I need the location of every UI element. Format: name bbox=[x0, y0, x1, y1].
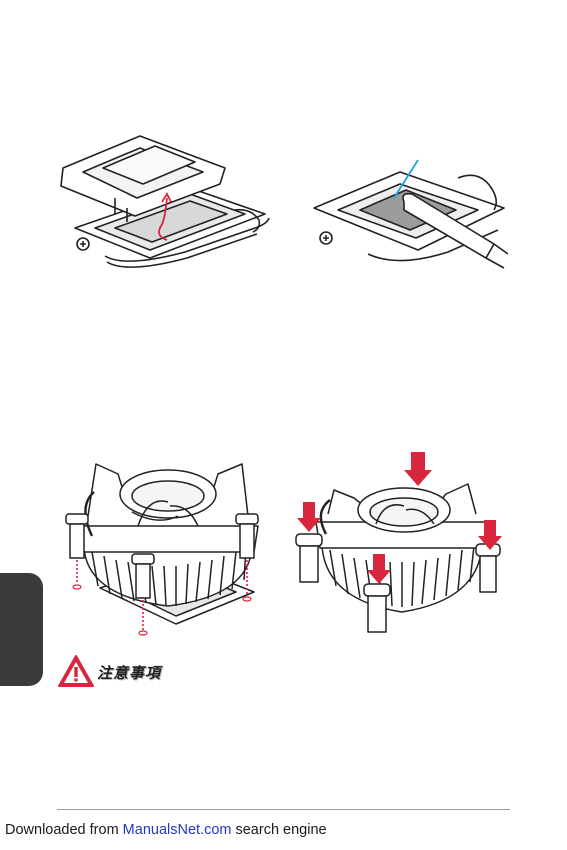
footer-text: Downloaded from ManualsNet.com search en… bbox=[5, 822, 327, 838]
warning-heading: 注意事項 bbox=[57, 654, 197, 690]
thermal-paste-figure bbox=[308, 158, 508, 270]
chapter-side-tab bbox=[0, 573, 43, 686]
cooler-press-figure bbox=[292, 450, 506, 638]
footer-link[interactable]: ManualsNet.com bbox=[123, 822, 232, 838]
cpu-socket-open-figure bbox=[55, 128, 275, 278]
footer-prefix: Downloaded from bbox=[5, 822, 123, 838]
warning-triangle-icon bbox=[57, 654, 95, 688]
cooler-press-illustration bbox=[292, 450, 506, 638]
footer-suffix: search engine bbox=[231, 822, 326, 838]
footer-divider bbox=[57, 809, 510, 810]
cooler-alignment-figure bbox=[58, 456, 270, 638]
cooler-alignment-illustration bbox=[58, 456, 270, 638]
warning-heading-text: 注意事項 bbox=[97, 662, 161, 683]
cpu-socket-open-illustration bbox=[55, 128, 275, 278]
thermal-paste-illustration bbox=[308, 158, 508, 270]
